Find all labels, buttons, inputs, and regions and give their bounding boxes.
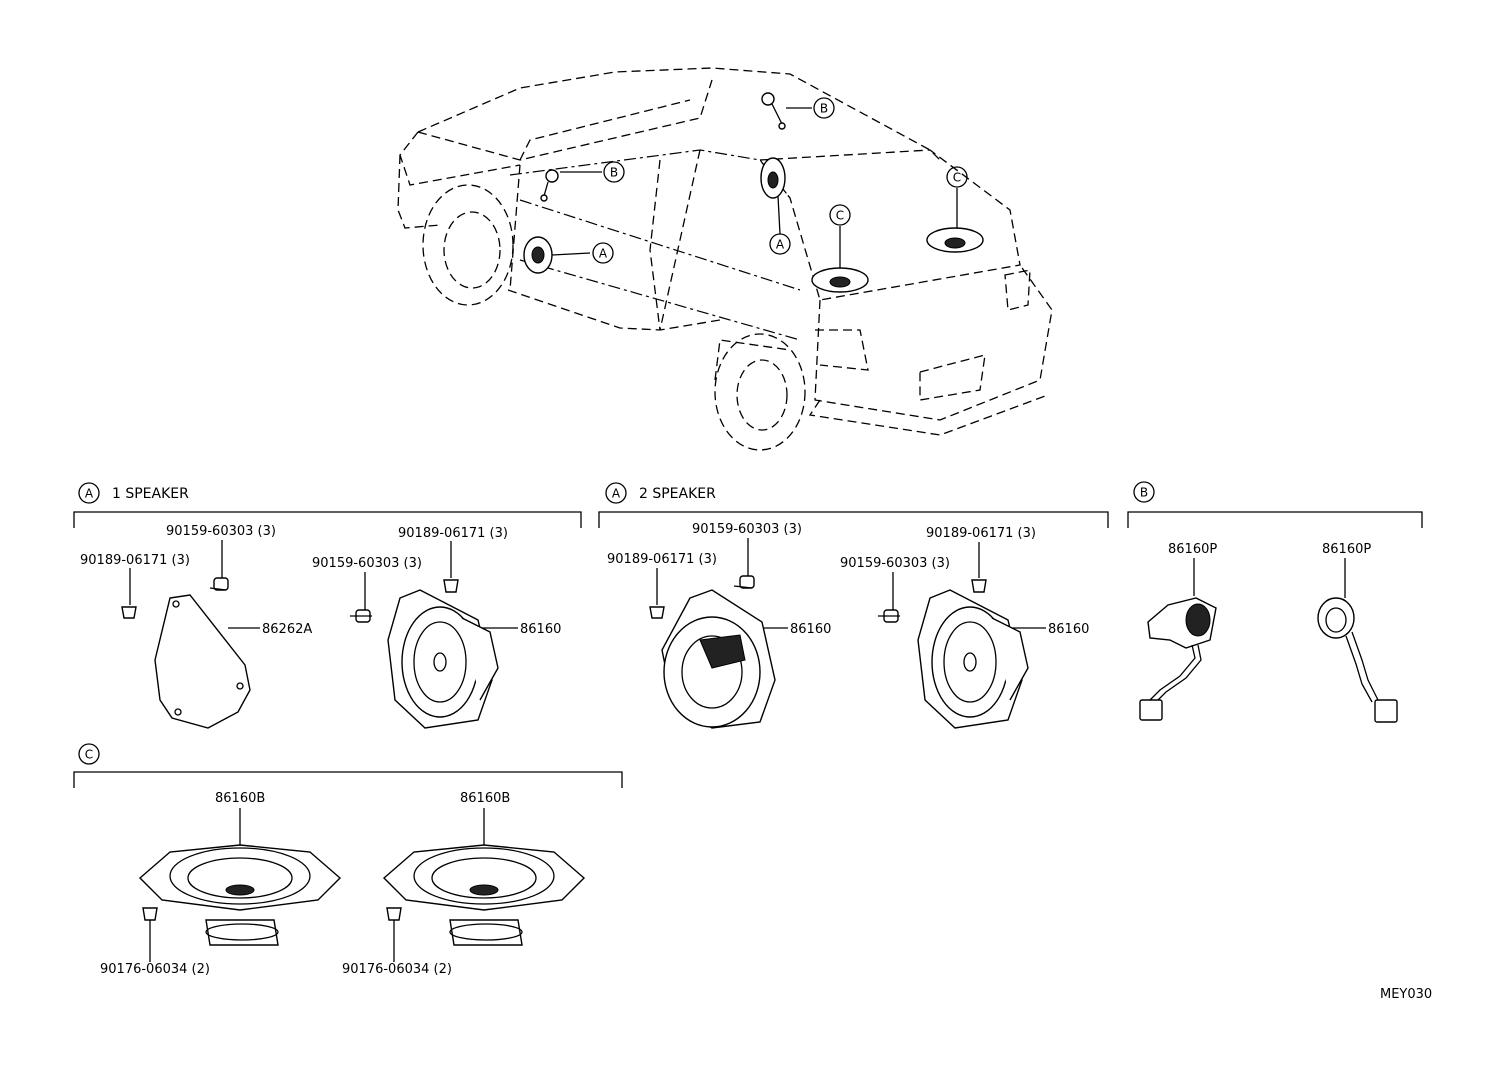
screw-icon <box>971 579 987 593</box>
svg-text:C: C <box>85 748 93 762</box>
screw-icon <box>649 606 665 619</box>
tweeter-left <box>1139 597 1217 721</box>
svg-text:B: B <box>610 166 618 180</box>
bolt-icon <box>209 577 229 591</box>
svg-text:A: A <box>599 247 608 261</box>
svg-text:90159-60303 (3): 90159-60303 (3) <box>840 556 950 571</box>
callout-a-rear: A <box>769 233 791 255</box>
door-speaker-a2-right <box>917 589 1029 729</box>
svg-text:86262A: 86262A <box>262 622 312 637</box>
clip-icon <box>386 907 402 921</box>
svg-text:90189-06171 (3): 90189-06171 (3) <box>607 552 717 567</box>
tweeter-right <box>1317 597 1398 723</box>
diagram-code: MEY030 <box>1380 987 1432 1002</box>
svg-text:90189-06171 (3): 90189-06171 (3) <box>926 526 1036 541</box>
svg-text:C: C <box>836 209 844 223</box>
svg-text:2 SPEAKER: 2 SPEAKER <box>639 486 716 502</box>
svg-text:86160: 86160 <box>520 622 561 637</box>
screw-icon <box>121 606 137 619</box>
screw-icon <box>443 579 459 593</box>
svg-text:90176-06034 (2): 90176-06034 (2) <box>342 962 452 977</box>
callout-c-left: C <box>829 204 851 226</box>
svg-text:86160P: 86160P <box>1322 542 1371 557</box>
bolt-icon <box>878 609 900 623</box>
svg-text:A: A <box>776 238 785 252</box>
svg-text:C: C <box>953 171 961 185</box>
svg-text:90159-60303 (3): 90159-60303 (3) <box>692 522 802 537</box>
section-a1: A 1 SPEAKER 90159-60303 (3) 90189-06171 … <box>73 482 582 729</box>
callout-a-front: A <box>592 242 614 264</box>
door-speaker-a2-left <box>661 589 776 729</box>
bolt-icon <box>733 575 755 589</box>
svg-text:B: B <box>820 102 828 116</box>
speaker-cover-plate <box>154 594 251 729</box>
svg-text:A: A <box>612 487 621 501</box>
callout-b-front: B <box>603 161 625 183</box>
clip-icon <box>142 907 158 921</box>
svg-text:90176-06034 (2): 90176-06034 (2) <box>100 962 210 977</box>
svg-text:90159-60303 (3): 90159-60303 (3) <box>312 556 422 571</box>
rear-speaker-right <box>382 844 586 946</box>
bolt-icon <box>350 609 372 623</box>
svg-text:86160B: 86160B <box>460 791 510 806</box>
section-b: B 86160P 86160P <box>1127 481 1423 723</box>
car-illustration <box>397 67 1053 451</box>
svg-text:90189-06171 (3): 90189-06171 (3) <box>398 526 508 541</box>
callout-b-rear: B <box>813 97 835 119</box>
door-speaker-a1 <box>387 589 499 729</box>
svg-text:1 SPEAKER: 1 SPEAKER <box>112 486 189 502</box>
svg-text:86160P: 86160P <box>1168 542 1217 557</box>
svg-text:90189-06171 (3): 90189-06171 (3) <box>80 553 190 568</box>
svg-text:B: B <box>1140 486 1148 500</box>
svg-text:86160B: 86160B <box>215 791 265 806</box>
section-a2: A 2 SPEAKER 90159-60303 (3) 90189-06171 … <box>598 482 1109 729</box>
rear-speaker-left <box>138 844 342 946</box>
callout-c-right: C <box>946 166 968 188</box>
svg-text:A: A <box>85 487 94 501</box>
section-c: C 86160B 86160B 90176-06034 (2) 90176-06… <box>73 743 623 977</box>
svg-text:90159-60303 (3): 90159-60303 (3) <box>166 524 276 539</box>
svg-text:86160: 86160 <box>790 622 831 637</box>
svg-text:86160: 86160 <box>1048 622 1089 637</box>
